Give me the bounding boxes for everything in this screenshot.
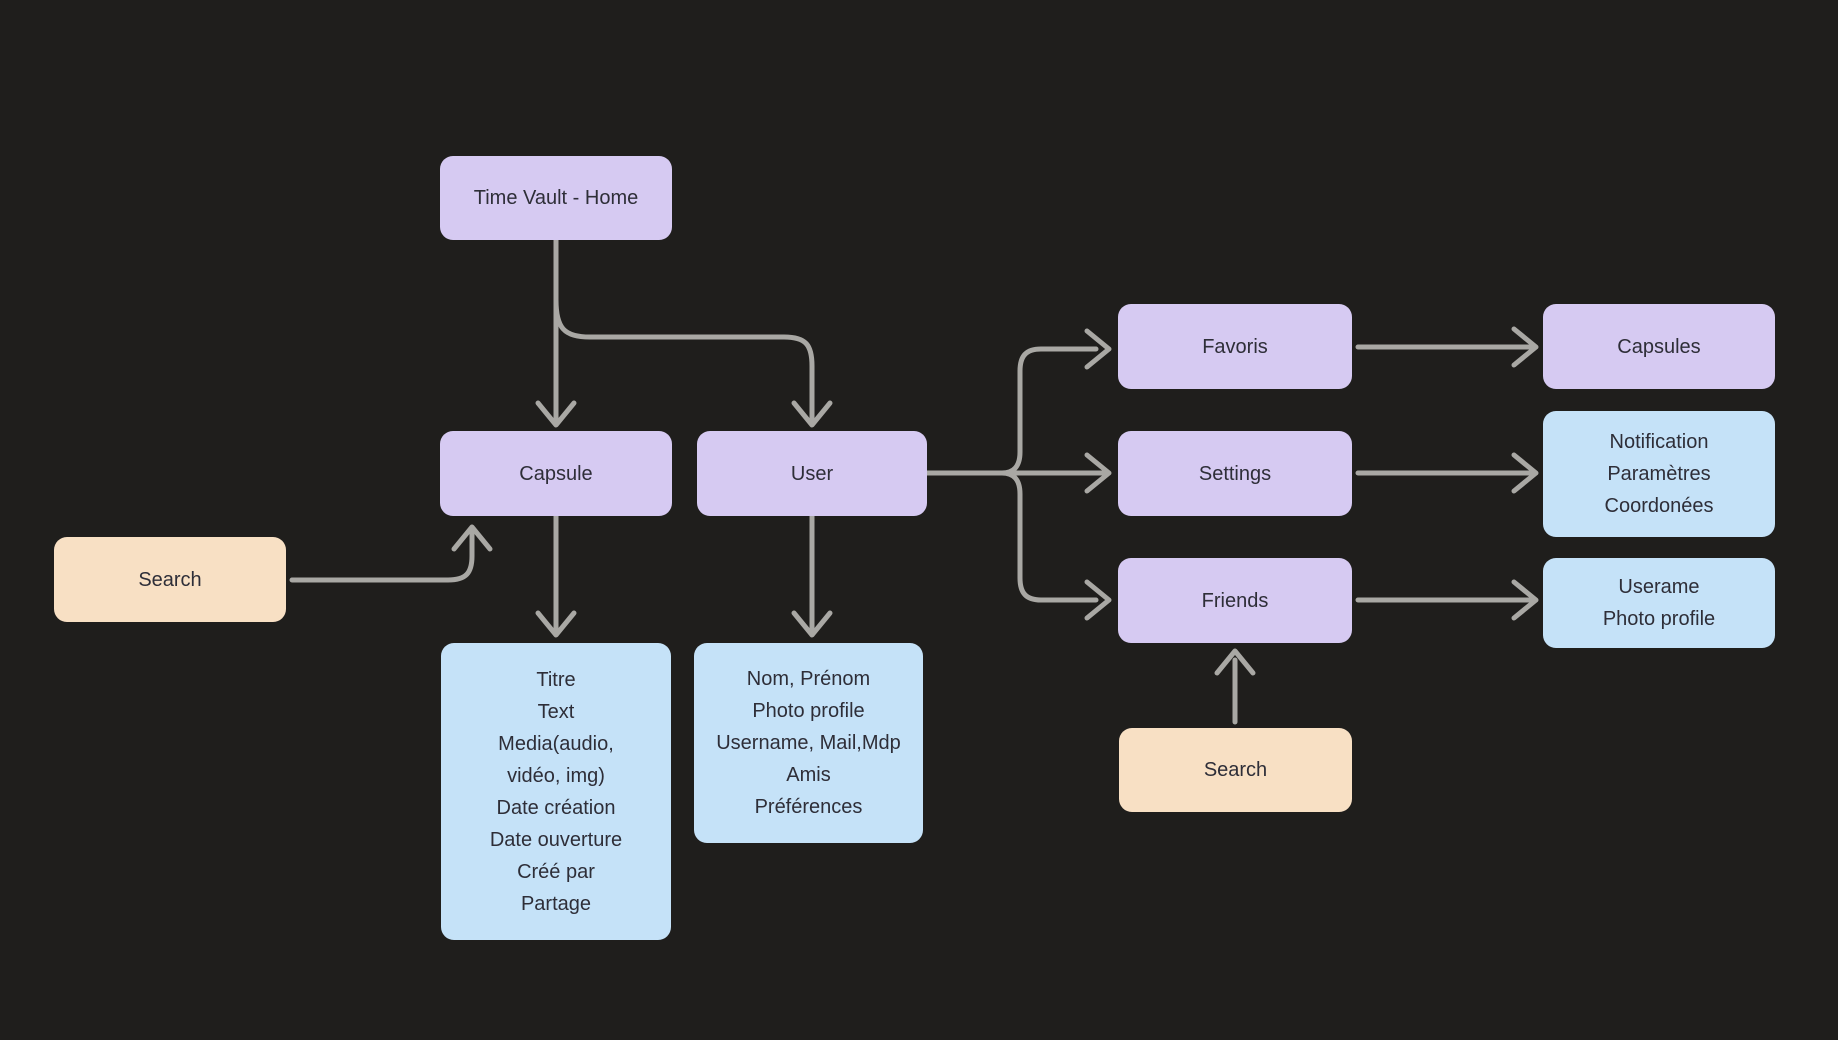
node-capsule-fields[interactable]: Titre Text Media(audio, vidéo, img) Date… [441, 643, 671, 940]
edge-search-friends [1214, 648, 1256, 725]
edge-home-capsule [535, 237, 577, 428]
edge-search-capsule [289, 524, 493, 583]
edge-user-fields [791, 513, 833, 638]
edge-user-settings [924, 452, 1112, 494]
edge-user-friends [999, 470, 1112, 621]
node-user[interactable]: User [697, 431, 927, 516]
edge-capsule-fields [535, 513, 577, 638]
node-settings[interactable]: Settings [1118, 431, 1352, 516]
node-settings-fields[interactable]: Notification Paramètres Coordonées [1543, 411, 1775, 537]
node-home[interactable]: Time Vault - Home [440, 156, 672, 240]
node-favoris[interactable]: Favoris [1118, 304, 1352, 389]
edge-favoris-capsules [1355, 326, 1539, 368]
node-friends-fields[interactable]: Userame Photo profile [1543, 558, 1775, 648]
edge-friends-fields [1355, 579, 1539, 621]
node-capsule[interactable]: Capsule [440, 431, 672, 516]
node-capsules[interactable]: Capsules [1543, 304, 1775, 389]
edge-user-favoris [999, 328, 1112, 476]
edge-settings-fields [1355, 452, 1539, 494]
node-search-bottom[interactable]: Search [1119, 728, 1352, 812]
edge-home-user [553, 297, 833, 428]
node-friends[interactable]: Friends [1118, 558, 1352, 643]
node-user-fields[interactable]: Nom, Prénom Photo profile Username, Mail… [694, 643, 923, 843]
node-search-left[interactable]: Search [54, 537, 286, 622]
